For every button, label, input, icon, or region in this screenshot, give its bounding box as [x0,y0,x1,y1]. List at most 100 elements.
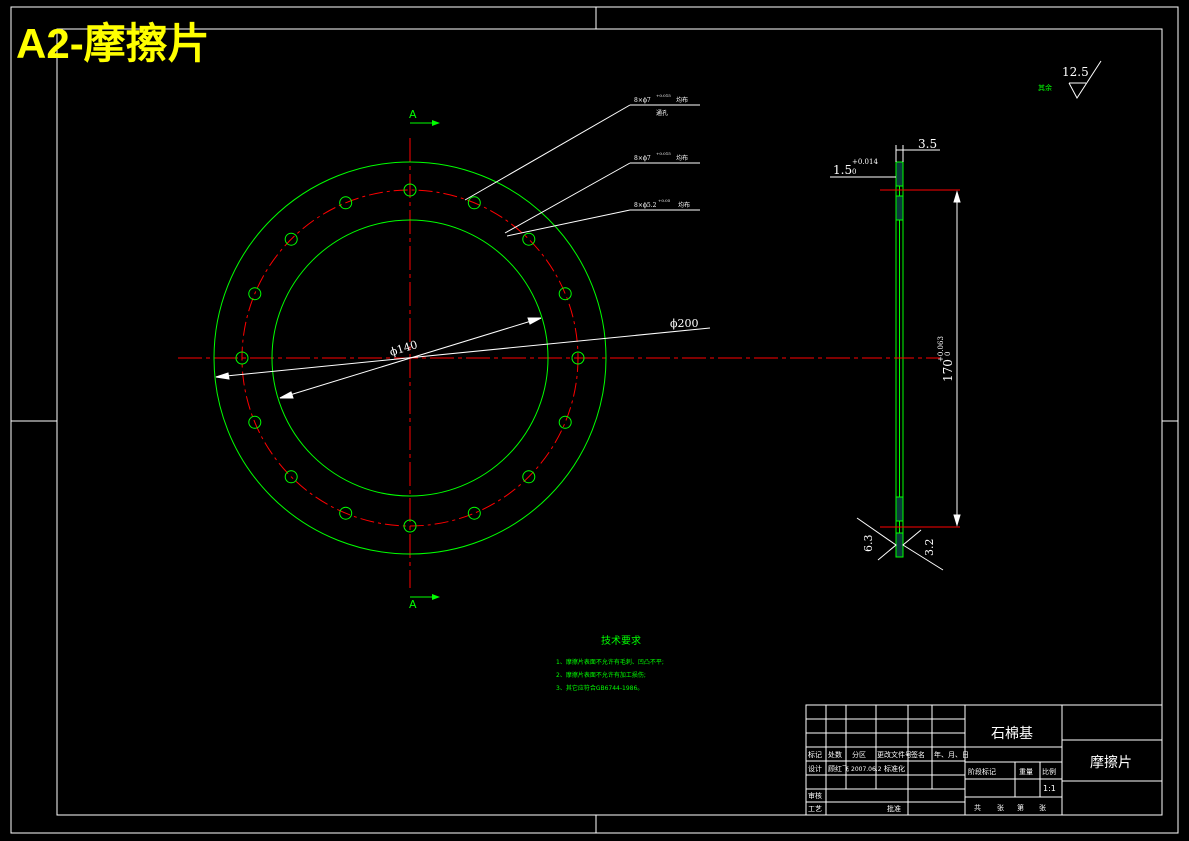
title-block-text: 石棉基 摩擦片 1:1 标记 处数 分区 更改文件号 签名 年、月、日 设计 顾… [808,725,1132,813]
title-block-frame [805,704,1163,816]
hole-callouts [464,104,700,237]
roughness-right-value: 3.2 [923,539,936,557]
hatch-lower [895,496,904,522]
callout-2-tail: 均布 [676,154,688,162]
center-distance-label: 170 [941,359,955,382]
center-tol-upper: +0.063 [937,336,945,362]
drawing-frame [10,6,1179,834]
tb-weight: 重量 [1019,768,1033,776]
callout-text-3: 8×ϕ5.2 +0.05 均布 [634,198,690,209]
roughness-top-value: 12.5 [1062,65,1089,79]
tb-standard: 标准化 [884,764,905,773]
diameter-dimensions [215,317,711,399]
tb-header-sign: 签名 [911,750,925,759]
side-dimensions [830,145,961,527]
section-markers: A A [409,108,440,611]
tb-review: 审核 [808,791,822,800]
thickness-label: 3.5 [918,137,937,151]
hatch-bottom [895,532,904,558]
callout-leader-3 [506,209,631,237]
tb-material: 石棉基 [991,725,1033,742]
tb-sheet-unit1: 张 [997,803,1004,812]
outer-border [10,6,1179,834]
roughness-general [1068,60,1102,99]
roughness-symbol-right [902,529,944,571]
section-view [862,161,960,558]
roughness-symbol-top [1068,60,1102,99]
tb-header-date: 年、月、日 [934,750,969,759]
tb-design-date: 2007.06.2 [851,766,882,773]
outer-diameter-leader [215,327,711,378]
inner-border [56,28,1163,816]
bolt-hole [558,287,572,301]
section-arrowhead-bottom [432,594,440,600]
bolt-hole [571,351,585,365]
bolt-hole [235,351,249,365]
bolt-hole [339,196,353,210]
tb-design-label: 设计 [808,764,822,773]
tb-scale: 1:1 [1043,784,1056,793]
callout-1-tol: +0.015 [656,93,671,98]
section-label-bottom: A [409,598,417,611]
center-tol-lower: 0 [944,352,952,356]
front-view [178,138,880,588]
outer-diameter-arrow [215,372,230,380]
bolt-hole [403,183,417,197]
hatch-top [895,161,904,187]
inner-diameter-arrow-right [527,317,542,325]
roughness-left-value: 6.3 [862,535,875,553]
bolt-hole [248,415,262,429]
callout-text-2: 8×ϕ7 +0.015 均布 [634,151,688,162]
notes-item-1: 1、摩擦片表面不允许有毛刺、凹凸不平; [556,658,664,666]
bolt-hole [522,470,536,484]
step-depth-label: 1.5 [833,163,852,177]
inner-edge-circle [271,219,549,497]
callout-3-size: 8×ϕ5.2 [634,202,657,209]
bolt-hole [339,506,353,520]
bolt-hole [284,232,298,246]
hatch-upper [895,195,904,221]
tb-process: 工艺 [808,805,822,813]
bolt-hole [558,415,572,429]
bolt-hole [403,519,417,533]
bolt-hole [467,506,481,520]
notes-item-3: 3、其它应符合GB6744-1986。 [556,684,643,692]
notes-item-2: 2、摩擦片表面不允许有加工损伤; [556,671,646,679]
tb-stage: 阶段标记 [968,767,996,776]
tb-designer: 顾红飞 [828,764,849,773]
inner-diameter-label: ϕ140 [388,338,419,359]
bolt-holes [235,183,585,533]
callout-leader-2 [504,162,631,234]
step-tol-upper: +0.014 [852,158,878,166]
center-distance-arrow-bottom [953,514,961,527]
roughness-top-note: 其余 [1038,83,1052,92]
tb-ratio: 比例 [1042,767,1056,776]
outer-diameter-label: ϕ200 [670,317,699,330]
bolt-hole [522,232,536,246]
callout-1-size: 8×ϕ7 [634,97,651,104]
outer-edge-circle [213,161,607,555]
drawing-title: A2-摩擦片 [16,20,210,67]
notes-heading: 技术要求 [601,634,641,647]
tb-part-name: 摩擦片 [1090,754,1132,771]
callout-text-1: 8×ϕ7 +0.015 均布 通孔 [634,93,688,117]
callout-leader-1 [464,104,631,201]
tb-sheet-index: 第 [1017,803,1024,812]
section-arrowhead-top [432,120,440,126]
tb-approve: 批准 [887,804,901,813]
inner-diameter-arrow-left [279,391,294,399]
technical-notes: 技术要求 1、摩擦片表面不允许有毛刺、凹凸不平; 2、摩擦片表面不允许有加工损伤… [556,634,664,692]
inner-diameter-leader [279,317,542,399]
tb-sheet-total: 共 [974,803,981,812]
callout-1-note: 通孔 [656,109,668,117]
bolt-hole [467,196,481,210]
title-block [805,704,1163,816]
tb-header-file: 更改文件号 [877,750,912,759]
callout-1-tail: 均布 [676,96,688,104]
tb-header-zone: 分区 [852,750,866,759]
callout-3-tol: +0.05 [658,198,671,203]
step-tol-lower: 0 [852,168,856,176]
tb-sheet-unit2: 张 [1039,803,1046,812]
callout-2-size: 8×ϕ7 [634,155,651,162]
